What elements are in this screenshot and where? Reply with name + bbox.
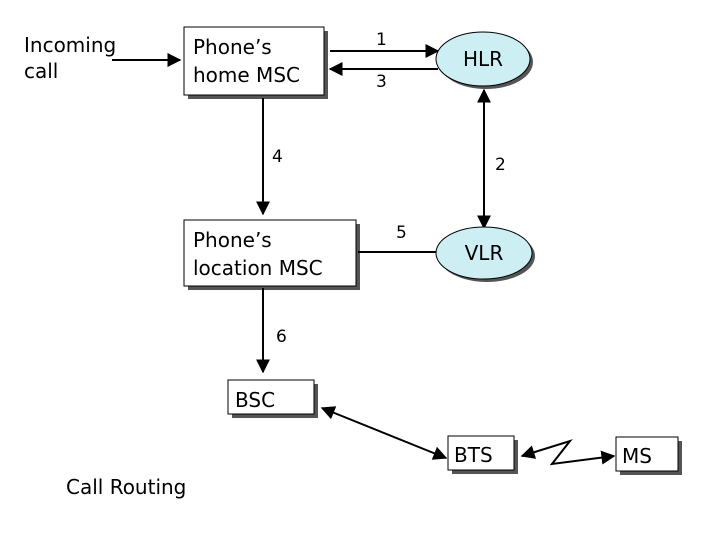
incoming-call-line1: Incoming (24, 33, 116, 57)
location-msc-line2: location MSC (193, 256, 323, 280)
home-msc-line1: Phone’s (193, 35, 272, 59)
bts-box: BTS (447, 435, 518, 474)
step-5-label: 5 (396, 223, 407, 243)
hlr-node: HLR (435, 31, 533, 89)
location-msc-box: Phone’s location MSC (183, 219, 360, 290)
ms-box: MS (615, 436, 682, 475)
step-6-label: 6 (276, 327, 287, 347)
incoming-call-line2: call (24, 59, 58, 83)
home-msc-box: Phone’s home MSC (183, 26, 328, 99)
step-1-label: 1 (376, 30, 387, 50)
ms-label: MS (622, 444, 652, 468)
bts-label: BTS (454, 443, 493, 467)
vlr-node: VLR (435, 226, 535, 282)
step-3-label: 3 (376, 72, 387, 92)
step-2-label: 2 (495, 155, 506, 175)
wireless-link-bts-ms (520, 439, 616, 466)
step-4-label: 4 (272, 147, 283, 167)
vlr-label: VLR (465, 241, 504, 265)
bsc-box: BSC (227, 379, 318, 418)
diagram-caption: Call Routing (66, 475, 186, 499)
arrow-bsc-bts (320, 406, 448, 460)
location-msc-line1: Phone’s (193, 228, 272, 252)
bsc-label: BSC (235, 388, 275, 412)
incoming-call-label: Incoming call (24, 33, 116, 83)
home-msc-line2: home MSC (193, 63, 300, 87)
hlr-label: HLR (463, 47, 503, 71)
